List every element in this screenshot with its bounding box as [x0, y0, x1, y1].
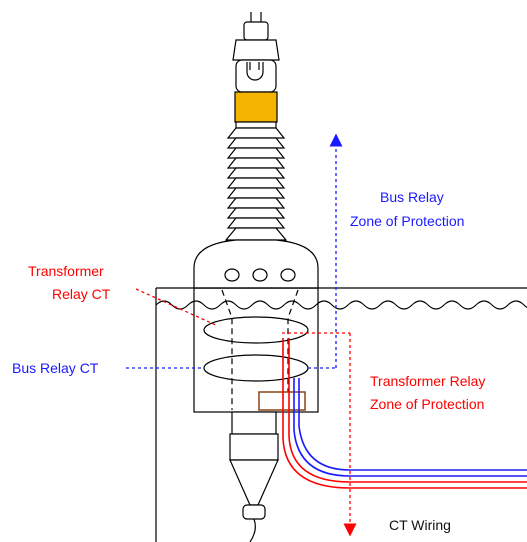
ct-wiring: [282, 338, 527, 489]
transformer-relay-ct-ring: [203, 316, 309, 344]
bus-relay-zone-arrow: [126, 133, 343, 369]
bushing-terminal: [232, 12, 280, 93]
bus-relay-zone-label-line1: Bus Relay: [380, 189, 444, 205]
bushing-lower-end: [229, 411, 279, 542]
bus-relay-ct-label: Bus Relay CT: [12, 360, 99, 376]
transformer-relay-ct-label-line1: Transformer: [28, 263, 104, 279]
transformer-relay-zone-label-line1: Transformer Relay: [370, 373, 486, 389]
oil-level-wave: [155, 300, 527, 310]
bus-relay-ct-ring: [203, 354, 309, 382]
bushing-flange: [193, 239, 319, 289]
ct-wiring-label: CT Wiring: [389, 517, 451, 533]
bus-relay-zone-label-line2: Zone of Protection: [350, 213, 465, 229]
bushing-accent-band: [234, 91, 278, 123]
ct-terminal-box: [258, 391, 306, 411]
transformer-relay-zone-label-line2: Zone of Protection: [370, 396, 485, 412]
bushing-sheds: [224, 121, 288, 241]
transformer-tank: [155, 287, 527, 542]
transformer-relay-zone-arrow: [135, 288, 357, 537]
transformer-relay-ct-label-line2: Relay CT: [52, 286, 111, 302]
